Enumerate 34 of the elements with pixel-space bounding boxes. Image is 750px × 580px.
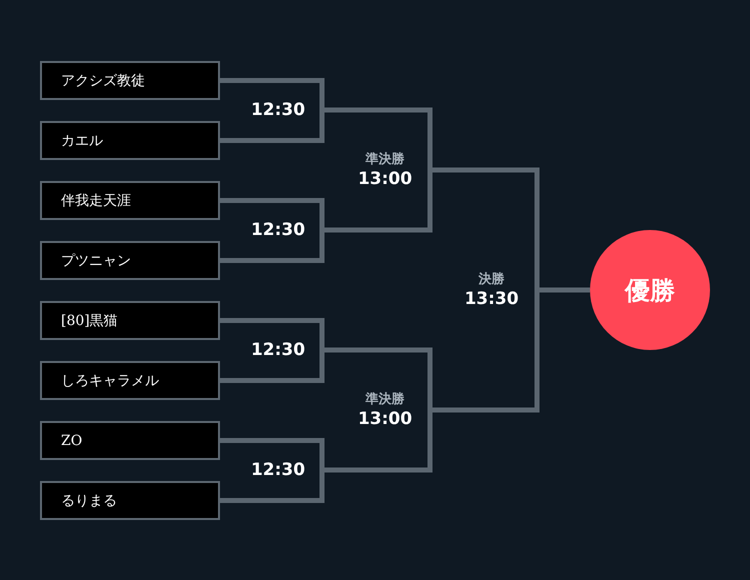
team-box: プツニャン bbox=[40, 241, 220, 280]
team-box: カエル bbox=[40, 121, 220, 160]
match-time: 13:30 bbox=[464, 288, 519, 310]
team-box: しろキャラメル bbox=[40, 361, 220, 400]
round-name: 準決勝 bbox=[366, 150, 404, 168]
bracket-line bbox=[220, 318, 324, 350]
bracket-line bbox=[430, 290, 540, 412]
team-box: 伴我走天涯 bbox=[40, 181, 220, 220]
bracket-line bbox=[220, 198, 324, 230]
match-time: 13:00 bbox=[358, 408, 412, 430]
match-time: 12:30 bbox=[250, 100, 306, 120]
match-time: 12:30 bbox=[250, 220, 306, 240]
bracket-line bbox=[322, 348, 432, 410]
team-box: [80]黒猫 bbox=[40, 301, 220, 340]
match-time: 12:30 bbox=[250, 340, 306, 360]
winner-circle: 優勝 bbox=[590, 230, 710, 350]
bracket-line bbox=[220, 470, 324, 503]
match-time: 13:00 bbox=[358, 168, 412, 190]
team-box: るりまる bbox=[40, 481, 220, 520]
match-time: 12:30 bbox=[250, 460, 306, 480]
bracket-line bbox=[322, 170, 432, 232]
round-name: 準決勝 bbox=[366, 390, 404, 408]
bracket-line bbox=[537, 288, 590, 292]
bracket-line bbox=[220, 230, 324, 263]
bracket-line bbox=[220, 438, 324, 470]
bracket-line bbox=[430, 168, 540, 290]
bracket-line bbox=[322, 410, 432, 472]
team-box: アクシズ教徒 bbox=[40, 61, 220, 100]
bracket-line bbox=[322, 108, 432, 170]
team-box: ZO bbox=[40, 421, 220, 460]
round-name: 決勝 bbox=[478, 270, 504, 288]
bracket-line bbox=[220, 110, 324, 143]
bracket-line bbox=[220, 350, 324, 383]
bracket-line bbox=[220, 78, 324, 110]
